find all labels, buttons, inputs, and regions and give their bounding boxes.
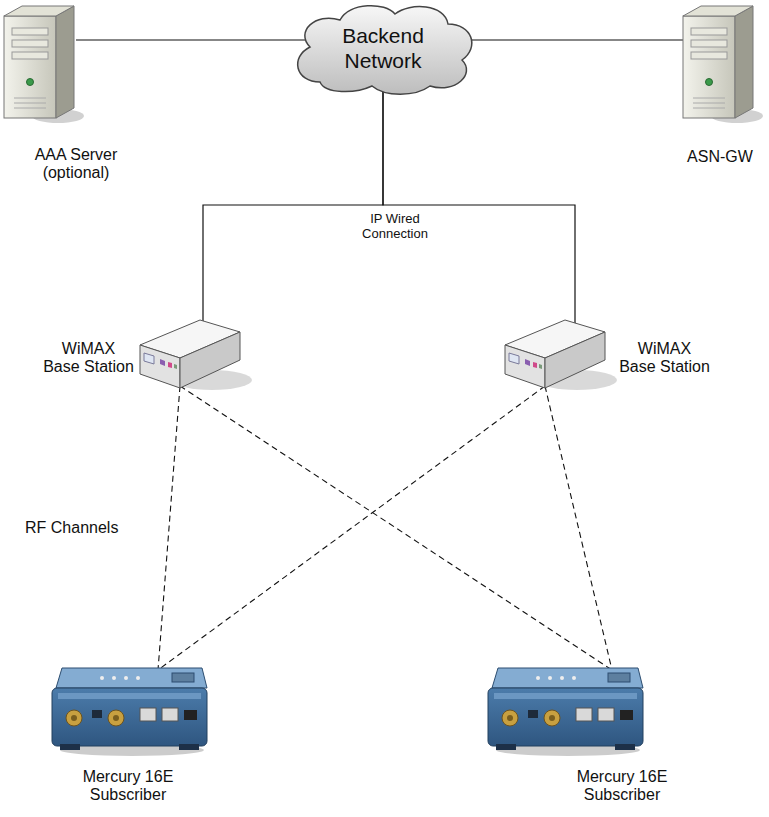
rf-link [180,386,612,670]
link-label: IP Wired Connection [355,212,435,242]
node-label: AAA Server (optional) [21,146,131,183]
link-label: RF Channels [25,519,135,537]
gateway-server: ASN-GW [683,4,757,120]
base-station: WiMAX Base Station [140,318,242,394]
node-label: Mercury 16E Subscriber [63,768,193,805]
node-label: WiMAX Base Station [42,340,135,377]
server-icon [4,6,84,123]
wired-link [203,88,383,326]
aaa-server: AAA Server (optional) [4,4,78,120]
subscriber-unit: Mercury 16E Subscriber [488,664,643,756]
node-label: WiMAX Base Station [618,340,711,377]
node-label: Backend Network [323,23,443,73]
wired-link [456,39,685,40]
rf-link [545,386,612,670]
cloud-shape [298,6,472,95]
node-label: ASN-GW [680,148,760,166]
rf-link [158,386,180,670]
wired-link [76,39,310,40]
base-station: WiMAX Base Station [505,318,607,394]
base-station-icon [505,320,617,390]
wired-link [383,88,575,326]
rf-link [158,386,545,670]
subscriber-unit: Mercury 16E Subscriber [52,664,207,756]
cloud-outline [290,2,476,94]
node-label: Mercury 16E Subscriber [557,768,687,805]
network-cloud: Backend Network [290,2,476,94]
server-icon [683,6,763,123]
subscriber-icon [52,668,207,756]
subscriber-icon [488,668,643,756]
base-station-icon [140,320,252,390]
